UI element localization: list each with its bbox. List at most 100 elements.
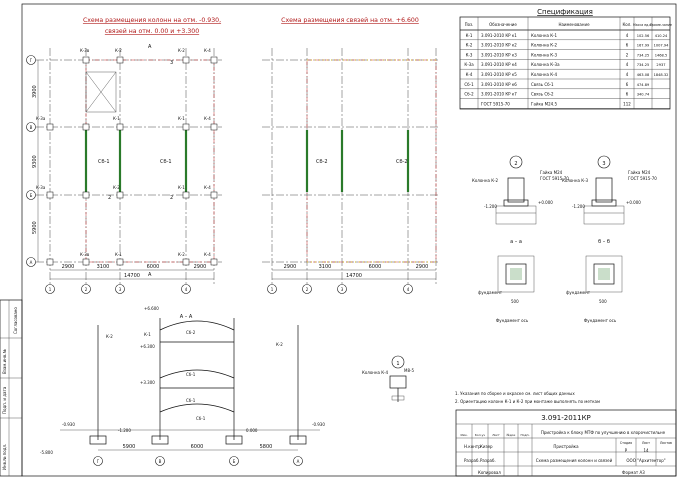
axis-bubble-number: 1: [271, 287, 274, 292]
node1-bolt: М8-5: [404, 368, 414, 373]
elevation: -0.930: [62, 422, 75, 427]
brace-label-2: Сб-1: [160, 159, 172, 165]
column-marker: [210, 56, 218, 64]
stamp-role: Кол.уч: [475, 433, 486, 437]
plan-braces: Схема размещения связей на отм. +6.600 С…: [262, 16, 440, 294]
section-b-label: б – б: [598, 239, 610, 245]
spec-cell: К-2: [466, 43, 473, 48]
stamp-project: Пристройка к блоку МТФ по улучшению в хл…: [541, 430, 666, 435]
node-1: 1 Колонна К-4 М8-5: [362, 355, 414, 402]
spec-cell: 112: [623, 101, 631, 106]
dim-left: 5900: [32, 221, 38, 234]
note-2: 2. Ориентацию колонн К-1 и К-2 при монта…: [455, 399, 600, 404]
column-marker: [210, 123, 218, 131]
stamp-object: Пристройка: [553, 444, 579, 449]
section-mark: 2: [170, 195, 173, 201]
plan2-title: Схема размещения связей на отм. +6.600: [281, 16, 419, 24]
spec-cell: 4: [626, 33, 629, 38]
spec-cell: 463.08: [637, 73, 650, 77]
dim-left: 9300: [32, 155, 38, 168]
foundation-caption: фундамент: [566, 290, 591, 295]
axis-bubble-number: 3: [341, 287, 344, 292]
spec-cell: К-1: [466, 33, 473, 38]
spec-cell: 3.091-2010 КР к1: [481, 33, 517, 38]
stamp-sheet-title: Схема размещения колонн и связей: [536, 458, 613, 463]
spec-cell: 6: [626, 92, 629, 97]
column-label: К-1: [178, 116, 185, 121]
axis-bubble-number: 3: [119, 287, 122, 292]
spec-cell: Колонна К-2: [531, 43, 558, 48]
column-marker: [116, 123, 124, 131]
node-details: 2 3 Колонна К-2 Гайка М24 ГОСТ 5915-70 К…: [472, 155, 657, 323]
column-label: К-1: [178, 185, 185, 190]
side-label-2: Взам.инв.№: [2, 349, 7, 374]
section-label: Сб-1: [186, 398, 196, 403]
stamp-code: 3.091-2011КР: [541, 414, 591, 422]
column-label: К-3в: [80, 48, 90, 53]
elevation: +3.300: [140, 380, 155, 385]
spec-title: Спецификация: [537, 8, 593, 16]
spec-cell: 4: [626, 72, 629, 77]
dim-bottom-2: 2900: [284, 264, 297, 270]
section-dim: 5800: [260, 444, 273, 450]
axis-bubble-number: 2: [85, 287, 88, 292]
column-label: К-4: [204, 116, 211, 121]
dim-bottom-2: 6000: [369, 264, 382, 270]
foundation-caption: фундамент: [478, 290, 503, 295]
elevation: +6.600: [144, 306, 159, 311]
section-label: К-2: [276, 342, 283, 347]
elev-label: +0.000: [626, 200, 641, 205]
dim-left: 3900: [32, 85, 38, 98]
node-text: ГОСТ 5915-70: [628, 176, 657, 181]
axis-bubble-letter: Б: [30, 193, 33, 198]
column-label: К-2: [115, 48, 122, 53]
spec-cell: 340.74: [637, 93, 650, 97]
column-marker: [210, 258, 218, 266]
stamp-stage-header: Стадия: [620, 441, 632, 445]
column-label: К-1: [113, 116, 120, 121]
column-marker: [182, 258, 190, 266]
spec-cell: 102.56: [637, 34, 650, 38]
foundation-label: Фундамент ось: [584, 318, 617, 323]
spec-header: Обозначение: [489, 22, 517, 27]
notes: 1. Указания по сборке и окраске см. лист…: [455, 391, 600, 404]
spec-cell: 3.091-2010 КР к3: [481, 52, 517, 57]
elev-label: -1.200: [572, 204, 585, 209]
spec-cell: Связь Сб-2: [531, 92, 554, 97]
title-block: 3.091-2011КР Пристройка к блоку МТФ по у…: [455, 409, 677, 477]
spec-cell: 2937: [656, 63, 665, 67]
section-a-label: а – а: [510, 239, 522, 245]
spec-cell: Сб-2: [464, 92, 474, 97]
foundation-block: [151, 435, 169, 445]
dim-total: 14700: [124, 273, 140, 279]
node-text: ГОСТ 5915-70: [540, 176, 569, 181]
node1-column: Колонна К-4: [362, 370, 389, 375]
column-marker: [116, 258, 124, 266]
column-marker: [182, 123, 190, 131]
dim-bottom: 2900: [62, 264, 75, 270]
column-label: К-2: [178, 48, 185, 53]
spec-header: Приме-чание: [650, 23, 672, 27]
node-text: Колонна К-3: [562, 178, 589, 183]
column-marker: [46, 123, 54, 131]
spec-cell: 3.091-2010 КР к7: [481, 92, 517, 97]
spec-cell: 4: [626, 62, 629, 67]
axis-bubble-letter: Г: [30, 58, 33, 63]
stamp-copied: Копировал: [478, 470, 501, 475]
elevation: +6.300: [140, 344, 155, 349]
foundation-block: [225, 435, 243, 445]
plan1-title-line1: Схема размещения колонн на отм. -0.930,: [83, 17, 221, 24]
dim-total-2: 14700: [346, 273, 362, 279]
column-label: К-2: [113, 185, 120, 190]
plan-columns: Схема размещения колонн на отм. -0.930, …: [26, 17, 222, 294]
stamp-stage: Р: [625, 448, 628, 453]
spec-cell: Сб-1: [464, 82, 474, 87]
axis-bubble-number: 1: [49, 287, 52, 292]
spec-cell: 3.091-2010 КР к4: [481, 62, 517, 67]
side-label-1: Подп. и дата: [2, 386, 7, 414]
spec-header: Масса ед.кг: [633, 23, 653, 27]
axis-bubble-letter: В: [30, 125, 33, 130]
section-axis: В: [159, 459, 162, 464]
spec-cell: ГОСТ 5915-70: [481, 101, 510, 106]
